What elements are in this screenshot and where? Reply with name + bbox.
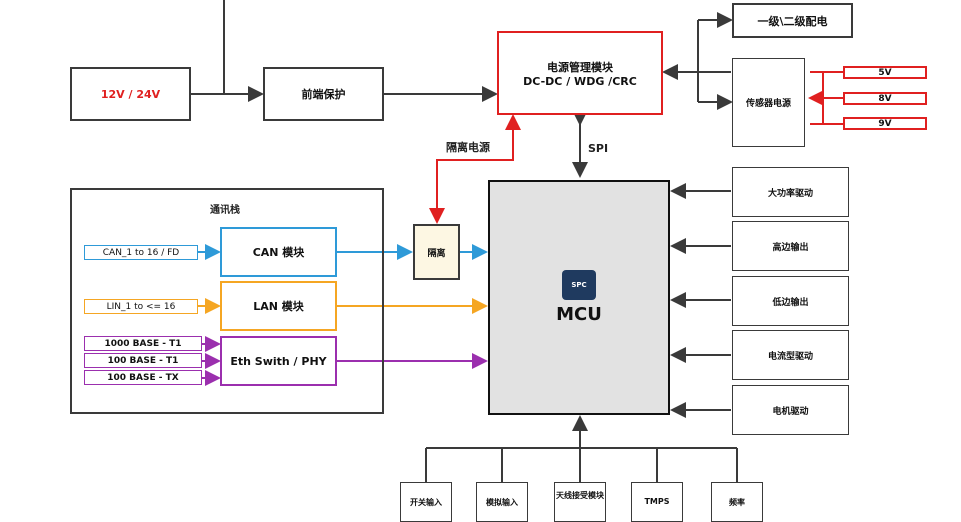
comm-stack-title: 通讯栈: [210, 205, 240, 216]
sensor-power-label: 传感器电源: [745, 99, 791, 109]
output-high-side: 高边输出: [732, 221, 849, 271]
sensor-output-5v: 5V: [843, 66, 927, 79]
output-current-drive: 电流型驱动: [732, 330, 849, 380]
input-analog: 模拟输入: [476, 482, 528, 522]
can-module-box: CAN 模块: [220, 227, 337, 277]
output-motor-drive: 电机驱动: [732, 385, 849, 435]
eth-switch-box: Eth Swith / PHY: [220, 336, 337, 386]
sensor-output-9v: 9V: [843, 117, 927, 130]
mcu-logo-icon: SPC: [562, 270, 596, 300]
front-protection-label: 前端保护: [301, 88, 346, 101]
mcu-label: MCU: [556, 304, 602, 325]
output-high-power-drive: 大功率驱动: [732, 167, 849, 217]
eth-input-100base-tx: 100 BASE - TX: [84, 370, 202, 385]
sensor-power-box: 传感器电源: [732, 58, 805, 147]
output-low-side: 低边输出: [732, 276, 849, 326]
input-antenna: 天线接受模块: [554, 482, 606, 522]
isolation-box: 隔离: [413, 224, 460, 280]
input-switch: 开关输入: [400, 482, 452, 522]
eth-input-1000base-t1: 1000 BASE - T1: [84, 336, 202, 351]
power-distribution-label: 一级\二级配电: [757, 14, 828, 28]
lan-module-box: LAN 模块: [220, 281, 337, 331]
lin-input-box: LIN_1 to <= 16: [84, 299, 198, 314]
comm-stack-frame: [70, 188, 384, 414]
pmic-title: 电源管理模块: [547, 60, 613, 74]
power-input-box: 12V / 24V: [70, 67, 191, 121]
spi-label: SPI: [588, 142, 609, 155]
can-input-box: CAN_1 to 16 / FD: [84, 245, 198, 260]
sensor-output-8v: 8V: [843, 92, 927, 105]
eth-input-100base-t1: 100 BASE - T1: [84, 353, 202, 368]
block-diagram: 12V / 24V 前端保护 电源管理模块 DC-DC / WDG /CRC 一…: [70, 0, 927, 522]
pmic-subtitle: DC-DC / WDG /CRC: [523, 74, 637, 88]
power-management-box: 电源管理模块 DC-DC / WDG /CRC: [497, 31, 663, 115]
isolated-power-label: 隔离电源: [446, 141, 490, 154]
input-tmps: TMPS: [631, 482, 683, 522]
mcu-box: SPC MCU: [488, 180, 670, 415]
connector-lines: [190, 0, 843, 482]
power-distribution-box: 一级\二级配电: [732, 3, 853, 38]
input-frequency: 频率: [711, 482, 763, 522]
front-protection-box: 前端保护: [263, 67, 384, 121]
power-input-label: 12V / 24V: [100, 87, 161, 101]
